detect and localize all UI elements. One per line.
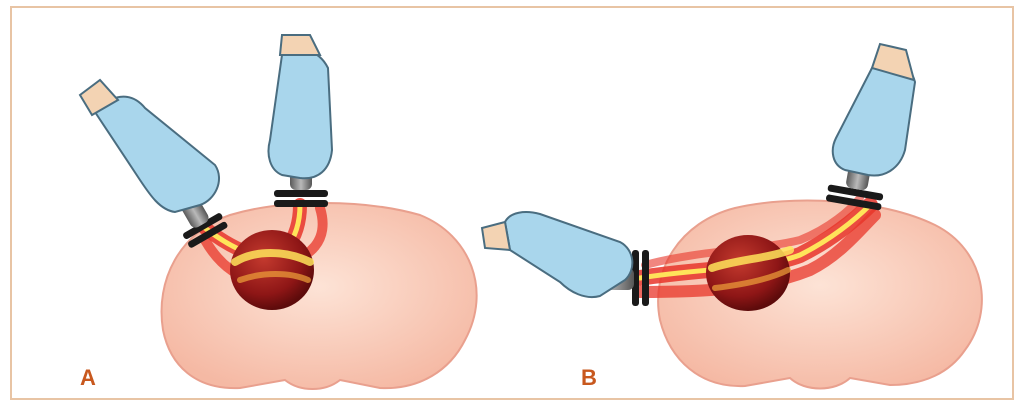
panel-a xyxy=(80,35,477,389)
tumor-a xyxy=(230,230,314,310)
panel-label-a: A xyxy=(80,365,96,391)
glove-a-left xyxy=(80,80,219,212)
panel-label-b: B xyxy=(581,365,597,391)
glove-b-top xyxy=(833,44,915,176)
glove-a-top xyxy=(269,35,333,178)
panel-b xyxy=(482,44,982,389)
glove-b-left xyxy=(482,212,632,297)
